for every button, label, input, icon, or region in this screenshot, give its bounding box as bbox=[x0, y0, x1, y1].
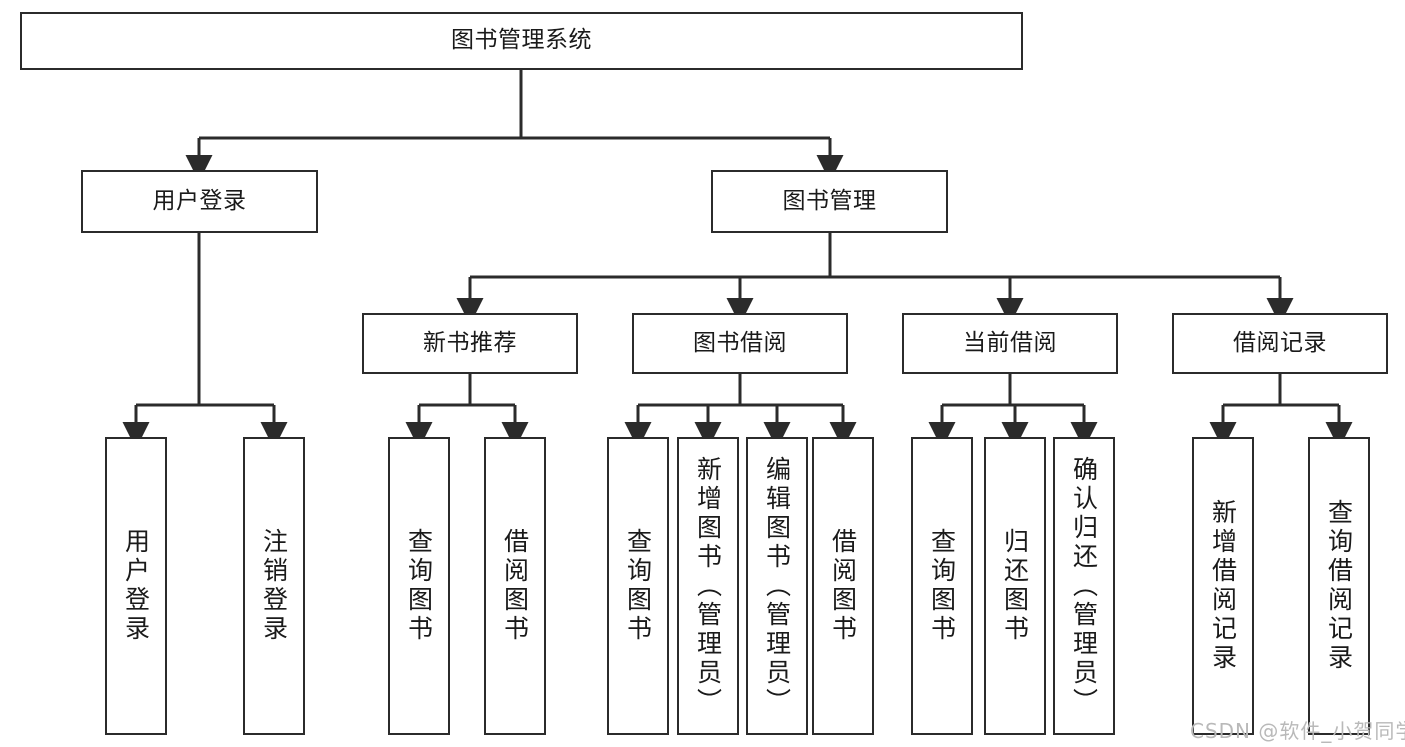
node-leaf-return-book[interactable]: 归还图书 bbox=[984, 437, 1046, 735]
node-new-book-recommend[interactable]: 新书推荐 bbox=[362, 313, 578, 374]
node-current-borrow-label: 当前借阅 bbox=[963, 329, 1057, 356]
node-leaf-confirm-return-label: 确认归还（管理员） bbox=[1069, 455, 1099, 717]
node-leaf-edit-book[interactable]: 编辑图书（管理员） bbox=[746, 437, 808, 735]
node-current-borrow[interactable]: 当前借阅 bbox=[902, 313, 1118, 374]
node-user-login[interactable]: 用户登录 bbox=[81, 170, 318, 233]
node-leaf-add-borrow-record[interactable]: 新增借阅记录 bbox=[1192, 437, 1254, 735]
node-leaf-query-borrow-record-label: 查询借阅记录 bbox=[1324, 499, 1354, 673]
node-leaf-borrow-book-1[interactable]: 借阅图书 bbox=[484, 437, 546, 735]
node-leaf-query-book-1[interactable]: 查询图书 bbox=[388, 437, 450, 735]
node-book-manage[interactable]: 图书管理 bbox=[711, 170, 948, 233]
node-leaf-borrow-book-1-label: 借阅图书 bbox=[500, 528, 530, 644]
node-book-borrow[interactable]: 图书借阅 bbox=[632, 313, 848, 374]
node-leaf-borrow-book-2[interactable]: 借阅图书 bbox=[812, 437, 874, 735]
node-root[interactable]: 图书管理系统 bbox=[20, 12, 1023, 70]
node-new-book-recommend-label: 新书推荐 bbox=[423, 329, 517, 356]
node-leaf-query-book-2[interactable]: 查询图书 bbox=[607, 437, 669, 735]
node-leaf-add-book[interactable]: 新增图书（管理员） bbox=[677, 437, 739, 735]
node-book-borrow-label: 图书借阅 bbox=[693, 329, 787, 356]
node-leaf-borrow-book-2-label: 借阅图书 bbox=[828, 528, 858, 644]
node-leaf-logout-login[interactable]: 注销登录 bbox=[243, 437, 305, 735]
node-leaf-query-book-3-label: 查询图书 bbox=[927, 528, 957, 644]
node-leaf-query-borrow-record[interactable]: 查询借阅记录 bbox=[1308, 437, 1370, 735]
node-root-label: 图书管理系统 bbox=[451, 27, 592, 54]
node-borrow-record-label: 借阅记录 bbox=[1233, 329, 1327, 356]
watermark-text: CSDN @软件_小贺同学 bbox=[1190, 719, 1405, 743]
node-leaf-add-borrow-record-label: 新增借阅记录 bbox=[1208, 499, 1238, 673]
node-leaf-query-book-3[interactable]: 查询图书 bbox=[911, 437, 973, 735]
node-borrow-record[interactable]: 借阅记录 bbox=[1172, 313, 1388, 374]
node-leaf-edit-book-label: 编辑图书（管理员） bbox=[762, 455, 792, 717]
node-leaf-logout-login-label: 注销登录 bbox=[259, 528, 289, 644]
node-user-login-label: 用户登录 bbox=[152, 187, 247, 214]
node-leaf-user-login[interactable]: 用户登录 bbox=[105, 437, 167, 735]
node-book-manage-label: 图书管理 bbox=[782, 187, 877, 214]
node-leaf-query-book-2-label: 查询图书 bbox=[623, 528, 653, 644]
node-leaf-query-book-1-label: 查询图书 bbox=[404, 528, 434, 644]
node-leaf-user-login-label: 用户登录 bbox=[121, 528, 151, 644]
node-leaf-add-book-label: 新增图书（管理员） bbox=[693, 455, 723, 717]
node-leaf-confirm-return[interactable]: 确认归还（管理员） bbox=[1053, 437, 1115, 735]
node-leaf-return-book-label: 归还图书 bbox=[1000, 528, 1030, 644]
